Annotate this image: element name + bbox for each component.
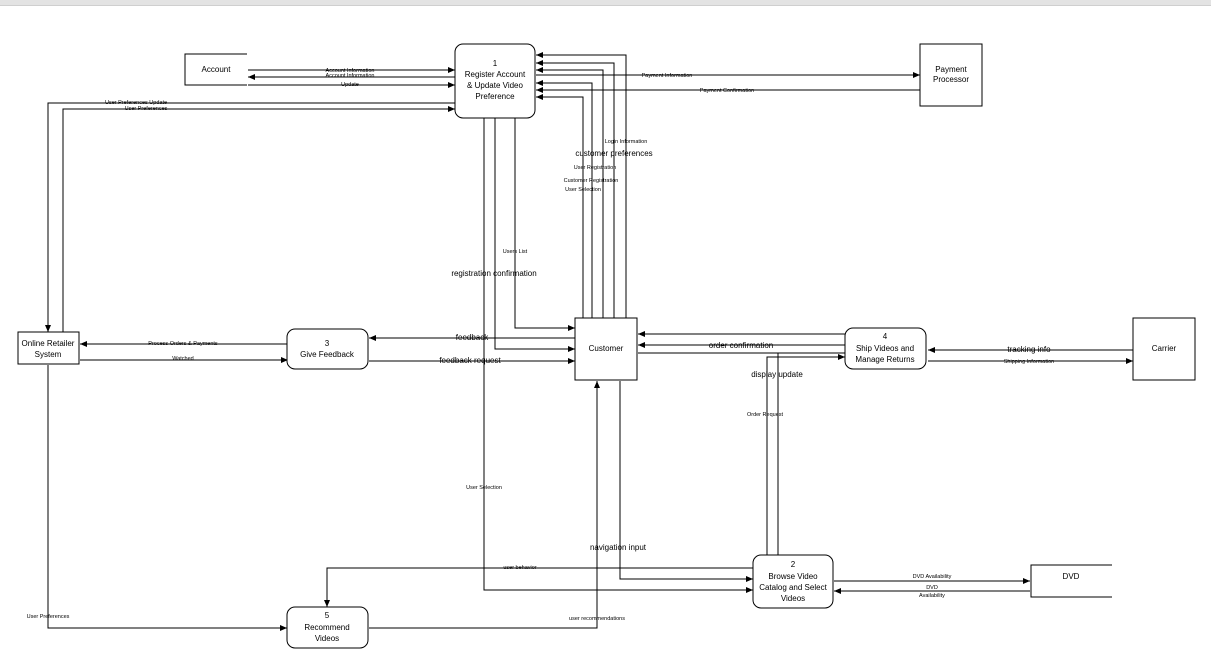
retailer-line-1: Online Retailer bbox=[22, 339, 75, 348]
store-dvd bbox=[1030, 564, 1112, 598]
flow-login-information bbox=[536, 52, 627, 318]
label-user-recommendations: user recommendations bbox=[569, 616, 625, 622]
process-give-feedback bbox=[286, 328, 369, 370]
label-order-request: Order Request bbox=[747, 412, 784, 418]
label-display-update: display update bbox=[751, 370, 803, 379]
payment-line-1: Payment bbox=[935, 65, 967, 74]
label-process-orders: Process Orders & Payments bbox=[148, 341, 218, 347]
flow-user-preferences-top bbox=[62, 106, 455, 332]
flow-order-request bbox=[766, 354, 845, 555]
label-watched: Watched bbox=[172, 356, 194, 362]
flow-user-registration bbox=[536, 67, 604, 318]
label-dvd-availability-1: DVD Availability bbox=[913, 574, 952, 580]
payment-line-2: Processor bbox=[933, 75, 969, 84]
store-account bbox=[184, 53, 247, 86]
label-dvd-availability-2a: DVD bbox=[926, 585, 938, 591]
label-user-registration: User Registration bbox=[574, 165, 617, 171]
p1-line-3: Preference bbox=[475, 92, 515, 101]
process-register-account bbox=[454, 43, 536, 119]
label-payment-information: Payment Information bbox=[642, 73, 693, 79]
label-user-preferences-bottom: User Preferences bbox=[27, 614, 70, 620]
label-customer-preferences: customer preferences bbox=[575, 149, 652, 158]
account-label: Account bbox=[202, 65, 232, 74]
flow-user-selection-top bbox=[536, 94, 584, 318]
p2-line-3: Videos bbox=[781, 594, 805, 603]
flow-lines bbox=[45, 52, 1133, 631]
label-order-confirmation: order confirmation bbox=[709, 341, 773, 350]
flow-user-preferences-update bbox=[45, 102, 455, 332]
process-ship-videos bbox=[844, 327, 927, 370]
p2-line-2: Catalog and Select bbox=[759, 583, 827, 592]
label-user-behavior: user behavior bbox=[503, 565, 536, 571]
label-user-selection-mid: User Selection bbox=[466, 485, 502, 491]
retailer-line-2: System bbox=[35, 350, 62, 359]
flow-customer-preferences bbox=[536, 60, 615, 318]
entity-payment-processor bbox=[919, 43, 983, 107]
label-user-preferences-top: User Preferences bbox=[125, 106, 168, 112]
flow-user-selection-mid bbox=[483, 118, 753, 593]
label-user-preferences-update: User Preferences Update bbox=[105, 100, 167, 106]
p2-line-1: Browse Video bbox=[768, 572, 818, 581]
entity-online-retailer bbox=[17, 331, 80, 365]
carrier-label: Carrier bbox=[1152, 344, 1177, 353]
label-registration-confirmation: registration confirmation bbox=[451, 269, 536, 278]
flow-user-recommendations bbox=[369, 381, 600, 629]
p4-line-1: Ship Videos and bbox=[856, 344, 914, 353]
label-payment-confirmation: Payment Confirmation bbox=[700, 88, 754, 94]
label-account-information-2: Account Information bbox=[326, 73, 375, 79]
label-update: Update bbox=[341, 82, 359, 88]
label-feedback: feedback bbox=[456, 333, 489, 342]
flow-user-behavior bbox=[324, 567, 753, 607]
label-navigation-input: navigation input bbox=[590, 543, 647, 552]
p5-number: 5 bbox=[325, 611, 330, 620]
p5-line-1: Recommend bbox=[304, 623, 349, 632]
label-user-selection-top: User Selection bbox=[565, 187, 601, 193]
dvd-label: DVD bbox=[1063, 572, 1080, 581]
p5-line-2: Videos bbox=[315, 634, 339, 643]
process-recommend-videos bbox=[286, 606, 369, 649]
label-account-information-1: Account Information bbox=[326, 68, 375, 74]
process-browse-catalog bbox=[752, 554, 834, 609]
flow-registration-confirmation bbox=[494, 118, 575, 352]
flow-users-list bbox=[514, 118, 575, 331]
label-feedback-request: feedback request bbox=[439, 356, 501, 365]
label-login-information: Login Information bbox=[605, 139, 648, 145]
window-top-bar bbox=[0, 0, 1211, 6]
p4-line-2: Manage Returns bbox=[855, 355, 914, 364]
flow-navigation-input bbox=[619, 381, 753, 582]
flow-customer-registration bbox=[536, 80, 593, 318]
customer-label: Customer bbox=[589, 344, 624, 353]
p2-number: 2 bbox=[791, 560, 796, 569]
label-shipping-information: Shipping Information bbox=[1004, 359, 1054, 365]
flow-user-preferences-bottom bbox=[47, 365, 287, 631]
p1-line-2: & Update Video bbox=[467, 81, 523, 90]
p3-number: 3 bbox=[325, 339, 330, 348]
entity-carrier bbox=[1132, 317, 1196, 381]
p1-number: 1 bbox=[493, 59, 498, 68]
label-dvd-availability-2b: Availability bbox=[919, 593, 945, 599]
p3-line-1: Give Feedback bbox=[300, 350, 355, 359]
label-tracking-info: tracking info bbox=[1007, 345, 1051, 354]
label-customer-registration: Customer Registration bbox=[564, 178, 619, 184]
p4-number: 4 bbox=[883, 332, 888, 341]
entity-customer bbox=[574, 317, 638, 381]
label-users-list: Users List bbox=[503, 249, 528, 255]
p1-line-1: Register Account bbox=[465, 70, 526, 79]
